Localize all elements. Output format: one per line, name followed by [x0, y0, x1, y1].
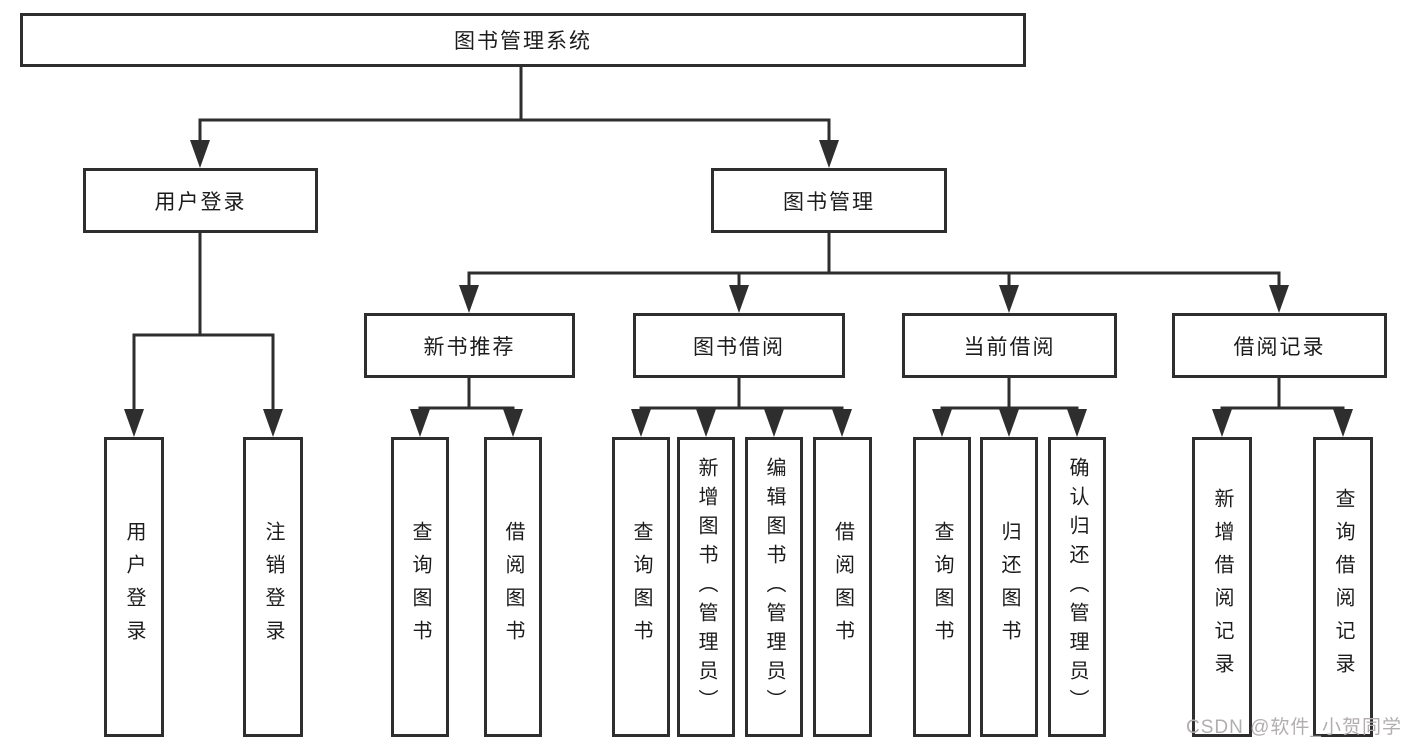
arrowhead	[190, 140, 210, 168]
leaf-query-books-current: 查询图书	[913, 437, 971, 737]
node-label: 注销登录	[262, 521, 284, 653]
node-label: 查询借阅记录	[1332, 488, 1354, 686]
connector-book-management	[459, 231, 1289, 313]
node-label: 新增图书（管理员）	[695, 456, 717, 718]
connector-new-book-recommend	[410, 376, 523, 437]
leaf-return-book: 归还图书	[980, 437, 1038, 737]
arrowhead	[1067, 409, 1087, 437]
node-book-borrow: 图书借阅	[633, 313, 845, 378]
node-label: 图书管理	[783, 190, 875, 214]
leaf-query-books-recommend: 查询图书	[391, 437, 449, 737]
arrowhead	[1212, 409, 1232, 437]
arrowhead	[729, 285, 749, 313]
node-label: 查询图书	[409, 521, 431, 653]
connector-root	[190, 65, 839, 168]
arrowhead	[263, 409, 283, 437]
node-label: 图书管理系统	[454, 30, 592, 53]
arrowhead	[999, 409, 1019, 437]
node-label: 新增借阅记录	[1211, 488, 1233, 686]
node-root: 图书管理系统	[20, 13, 1026, 67]
node-label: 查询图书	[931, 521, 953, 653]
arrowhead	[631, 409, 651, 437]
node-label: 借阅图书	[831, 521, 854, 653]
node-label: 借阅记录	[1233, 335, 1326, 359]
leaf-user-login: 用户登录	[104, 437, 164, 737]
leaf-edit-book-admin: 编辑图书（管理员）	[745, 437, 803, 737]
leaf-query-books-borrow: 查询图书	[612, 437, 670, 737]
node-label: 当前借阅	[963, 335, 1056, 359]
node-label: 新书推荐	[423, 335, 516, 359]
node-label: 借阅图书	[502, 521, 524, 653]
arrowhead	[410, 409, 430, 437]
node-label: 查询图书	[630, 521, 652, 653]
node-user-login: 用户登录	[83, 168, 318, 233]
leaf-borrow-books: 借阅图书	[813, 437, 872, 737]
connector-user-login	[124, 231, 283, 437]
arrowhead	[819, 140, 839, 168]
arrowhead	[999, 285, 1019, 313]
node-new-book-recommend: 新书推荐	[364, 313, 575, 378]
arrowhead	[764, 409, 784, 437]
node-label: 归还图书	[998, 521, 1020, 653]
node-current-borrow: 当前借阅	[902, 313, 1117, 378]
leaf-add-book-admin: 新增图书（管理员）	[677, 437, 735, 737]
arrowhead	[1269, 285, 1289, 313]
leaf-borrow-books-recommend: 借阅图书	[484, 437, 542, 737]
node-borrow-records: 借阅记录	[1172, 313, 1387, 378]
node-label: 确认归还（管理员）	[1066, 456, 1088, 718]
connector-book-borrow	[631, 376, 852, 437]
leaf-add-borrow-record: 新增借阅记录	[1192, 437, 1252, 737]
csdn-watermark: CSDN @软件_小贺同学	[1186, 717, 1402, 738]
leaf-query-borrow-record: 查询借阅记录	[1313, 437, 1373, 737]
arrowhead	[832, 409, 852, 437]
arrowhead	[124, 409, 144, 437]
node-label: 编辑图书（管理员）	[763, 456, 785, 718]
leaf-confirm-return-admin: 确认归还（管理员）	[1048, 437, 1106, 737]
arrowhead	[932, 409, 952, 437]
connector-borrow-records	[1212, 376, 1353, 437]
arrowhead	[1333, 409, 1353, 437]
arrowhead	[459, 285, 479, 313]
node-book-management: 图书管理	[711, 168, 947, 233]
arrowhead	[696, 409, 716, 437]
node-label: 用户登录	[123, 521, 145, 653]
arrowhead	[503, 409, 523, 437]
leaf-logout: 注销登录	[243, 437, 303, 737]
node-label: 图书借阅	[693, 335, 785, 359]
node-label: 用户登录	[154, 190, 247, 214]
connector-current-borrow	[932, 376, 1087, 437]
